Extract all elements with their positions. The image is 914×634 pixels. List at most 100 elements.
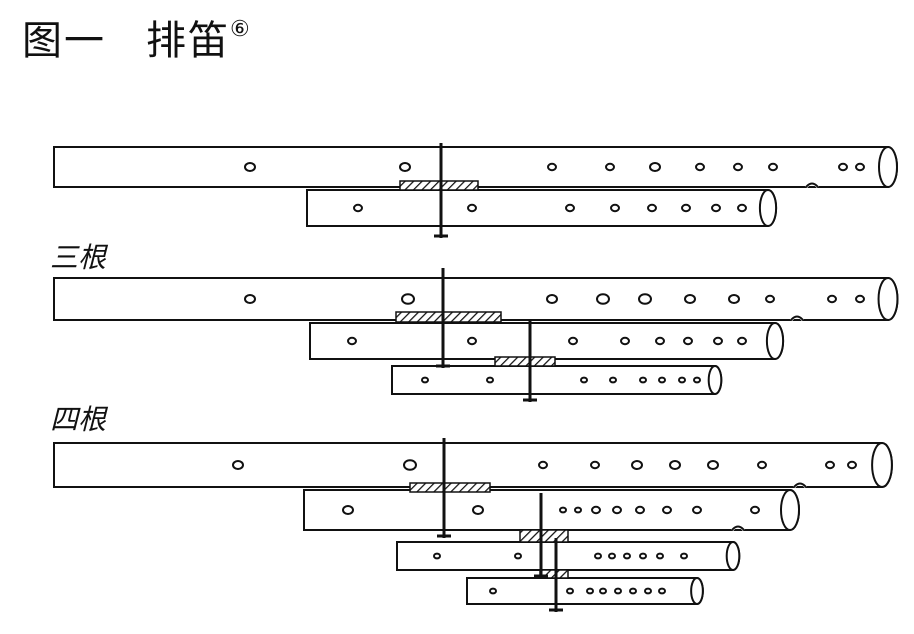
pipe-small-hole [486, 376, 494, 384]
group-label-three: 三根 [50, 241, 107, 274]
pipe-large-hole [546, 294, 558, 304]
pipe-medium-end [765, 322, 785, 360]
pipe-medium-hole [342, 505, 354, 515]
pipe-medium-hole [467, 336, 477, 346]
pipe-large-hole [757, 460, 767, 470]
binding-hatch [399, 180, 479, 191]
pipe-medium-hole [353, 203, 363, 213]
pipe-large-hole [244, 294, 256, 304]
pipe-large-hole [638, 293, 652, 305]
pipe-small-hole [623, 552, 631, 560]
pipe-small-hole [514, 552, 522, 560]
pipe-medium-hole [737, 203, 747, 213]
pipe-medium-hole [559, 506, 567, 514]
pipe-medium-hole [692, 505, 702, 515]
pipe-large-hole [827, 294, 837, 304]
pipe-large-hole [538, 460, 548, 470]
pipe-small-hole [656, 552, 664, 560]
pipe-medium-hole [750, 505, 760, 515]
pipe-large-hole [707, 460, 719, 470]
pipe-smallest-hole [599, 587, 607, 595]
pipe-large-hole [847, 460, 857, 470]
pipe-medium-end [758, 189, 778, 227]
pipe-large-hole [399, 162, 411, 172]
pipe-medium-hole [647, 203, 657, 213]
pipe-medium [309, 322, 785, 360]
pipe-medium-hole [620, 336, 630, 346]
pipe-smallest [466, 577, 704, 605]
pipe-large-hole [403, 459, 417, 471]
pipe-medium-hole [472, 505, 484, 515]
pipe-small-hole [639, 376, 647, 384]
pipe-smallest-hole [489, 587, 497, 595]
pipe-medium-hole [635, 505, 645, 515]
pipe-large-hole [855, 294, 865, 304]
binding-hatch [494, 356, 556, 367]
pipe-medium-notch [731, 525, 745, 531]
pipe-small-hole [594, 552, 602, 560]
pipe-smallest-end [690, 577, 704, 605]
binding-hatch [395, 311, 502, 323]
group-label-four: 四根 [50, 403, 107, 436]
pipe-small-hole [639, 552, 647, 560]
pipe-medium-hole [662, 505, 672, 515]
pipe-medium-hole [610, 203, 620, 213]
pipe-large-hole [605, 162, 615, 172]
pipe-medium [306, 189, 778, 227]
pipe-large-notch [790, 315, 804, 321]
pipe-large-hole [631, 460, 643, 470]
pipe-smallest-hole [566, 587, 574, 595]
pipe-small-end [707, 365, 723, 395]
pipe-small-hole [678, 376, 686, 384]
pipe-large-hole [401, 293, 415, 305]
figure-title: 图一排笛⑥ [22, 8, 252, 66]
pipe-medium-hole [713, 336, 723, 346]
footnote-marker: ⑥ [230, 17, 252, 42]
pipe-large-hole [825, 460, 835, 470]
pipe-smallest-hole [658, 587, 666, 595]
pipe-large-end [871, 442, 893, 488]
pipe-large-hole [728, 294, 740, 304]
pipe-small-hole [433, 552, 441, 560]
pipe-small-hole [608, 552, 616, 560]
pipe-medium-hole [681, 203, 691, 213]
pipe-small-hole [693, 376, 701, 384]
pipe-smallest-hole [629, 587, 637, 595]
pipe-large-hole [547, 162, 557, 172]
pipe-large-hole [733, 162, 743, 172]
pipe-medium-hole [574, 506, 582, 514]
pipe-large-hole [232, 460, 244, 470]
pipe-small-end [725, 541, 741, 571]
pipe-small [391, 365, 723, 395]
pipe-medium-hole [655, 336, 665, 346]
pipe-medium-hole [565, 203, 575, 213]
pipe-large-hole [855, 162, 865, 172]
pipe-small-hole [658, 376, 666, 384]
pipe-small-hole [609, 376, 617, 384]
pipe-large-hole [596, 293, 610, 305]
pipe-medium-hole [683, 336, 693, 346]
pipe-large-notch [793, 482, 807, 488]
pipe-medium-hole [568, 336, 578, 346]
pipe-large-hole [669, 460, 681, 470]
pipe-large-hole [768, 162, 778, 172]
pipe-smallest-hole [644, 587, 652, 595]
pipe-small-hole [421, 376, 429, 384]
pipe-medium [303, 489, 800, 531]
pipe-large-hole [684, 294, 696, 304]
pipe-medium-hole [467, 203, 477, 213]
pipe-large-hole [244, 162, 256, 172]
pipe-smallest-hole [586, 587, 594, 595]
pipe-medium-hole [347, 336, 357, 346]
pipe-large-hole [695, 162, 705, 172]
pipe-medium-end [780, 489, 800, 531]
pipe-large-hole [649, 162, 661, 172]
pipe-large-notch [805, 182, 819, 188]
binding-hatch [409, 482, 491, 493]
pipe-small-hole [580, 376, 588, 384]
pipe-medium-hole [591, 505, 601, 515]
pipe-medium-hole [711, 203, 721, 213]
pipe-small-hole [680, 552, 688, 560]
figure-number: 图一 [22, 18, 106, 64]
